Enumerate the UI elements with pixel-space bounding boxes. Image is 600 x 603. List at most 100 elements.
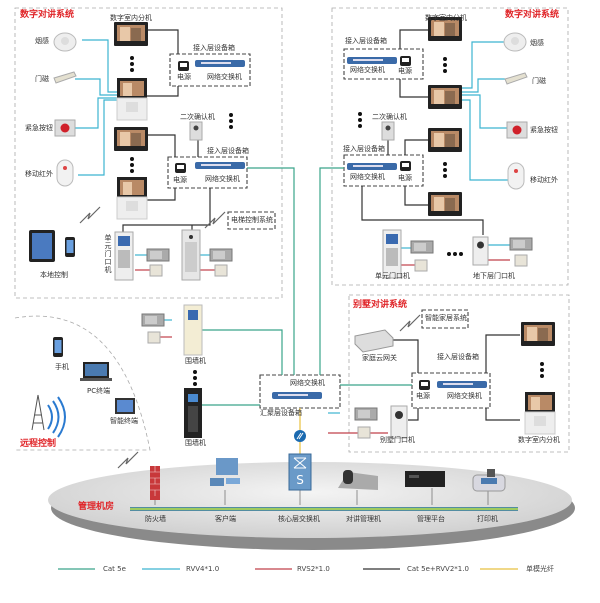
indoor-monitor-icon xyxy=(114,22,148,46)
label-intercom-manager: 对讲管理机 xyxy=(346,515,381,523)
label-management-platform: 管理平台 xyxy=(417,515,445,523)
label-confirm-unit: 二次确认机 xyxy=(372,113,407,121)
label-power: 电源 xyxy=(416,392,430,400)
label-indoor-unit: 数字室内分机 xyxy=(425,14,467,22)
network-switch-icon xyxy=(347,57,397,64)
wireless-icon xyxy=(399,314,421,332)
indoor-unit-icon xyxy=(116,78,148,121)
label-local-control: 本地控制 xyxy=(40,271,68,279)
more-dots-icon xyxy=(540,362,544,378)
label-pc: PC终端 xyxy=(87,387,111,395)
electric-lock-icon xyxy=(141,313,165,327)
remote-title: 远程控制 xyxy=(20,439,57,449)
label-pir: 移动红外 xyxy=(530,176,558,184)
smoke-detector-icon xyxy=(53,32,77,52)
label-unit-door: 单元门口机 xyxy=(104,234,112,274)
label-smoke: 烟感 xyxy=(530,39,544,47)
phone-icon xyxy=(65,237,75,257)
label-client: 客户端 xyxy=(215,515,236,523)
label-switch: 网络交换机 xyxy=(207,73,242,81)
label-access-box: 接入层设备箱 xyxy=(345,37,387,45)
power-supply-icon xyxy=(175,163,186,173)
right-access-box-2 xyxy=(343,154,424,187)
mobile-phone-icon xyxy=(53,337,63,357)
home-gateway-icon xyxy=(354,329,394,353)
more-dots-icon xyxy=(358,112,362,128)
label-switch: 网络交换机 xyxy=(447,392,482,400)
right-system-title: 数字对讲系统 xyxy=(505,10,560,20)
label-switch: 网络交换机 xyxy=(350,66,385,74)
exit-button-icon xyxy=(149,264,163,277)
label-switch: 网络交换机 xyxy=(205,175,240,183)
pir-sensor-icon xyxy=(507,162,525,190)
wireless-icon xyxy=(204,211,226,229)
right-system-frame xyxy=(331,7,569,286)
elevator-control-box xyxy=(227,211,276,230)
exit-button-icon xyxy=(414,259,428,272)
label-unit-door: 单元门口机 xyxy=(375,272,410,280)
indoor-monitor-icon xyxy=(428,85,462,109)
indoor-monitor-icon xyxy=(114,127,148,151)
confirm-unit-icon xyxy=(381,121,395,141)
indoor-monitor-icon xyxy=(521,322,555,346)
label-smart-home: 智能家居系统 xyxy=(425,314,467,322)
label-power: 电源 xyxy=(177,73,191,81)
label-indoor-unit: 数字室内分机 xyxy=(110,14,152,22)
tablet-icon xyxy=(29,230,55,262)
remote-frame xyxy=(14,315,151,451)
label-indoor-unit: 数字室内分机 xyxy=(518,436,560,444)
label-firewall: 防火墙 xyxy=(145,515,166,523)
fiber-connector-icon xyxy=(294,430,306,442)
more-dots-icon xyxy=(443,162,447,178)
network-switch-icon xyxy=(272,392,322,399)
villa-system-frame xyxy=(348,294,570,453)
indoor-monitor-icon xyxy=(428,17,462,41)
legend-label: RVV4*1.0 xyxy=(186,565,220,573)
basement-door-station-icon xyxy=(472,236,489,266)
svg-text:S: S xyxy=(296,473,304,487)
power-supply-icon xyxy=(400,161,411,171)
smart-home-box xyxy=(421,309,469,329)
electric-lock-icon xyxy=(410,240,434,254)
management-platform-icon xyxy=(405,471,445,487)
electric-lock-icon xyxy=(146,248,170,262)
legend-label: 单模光纤 xyxy=(526,565,554,573)
more-dots-icon xyxy=(193,370,197,386)
legend-label: Cat 5e xyxy=(103,565,126,573)
villa-door-station-icon xyxy=(390,405,408,439)
unit-door-station-icon xyxy=(382,229,402,279)
power-supply-icon xyxy=(400,56,411,66)
label-printer: 打印机 xyxy=(477,515,498,523)
right-access-box-1 xyxy=(343,48,424,80)
pir-sensor-icon xyxy=(56,159,74,187)
emergency-button-icon xyxy=(506,121,528,139)
wall-station-icon xyxy=(184,388,202,438)
electric-lock-icon xyxy=(509,237,533,251)
confirm-unit-icon xyxy=(189,121,203,141)
label-power: 电源 xyxy=(398,174,412,182)
label-emergency-button: 紧急按钮 xyxy=(25,124,53,132)
printer-icon xyxy=(472,469,506,492)
indoor-unit-icon xyxy=(116,177,148,220)
label-door-sensor: 门磁 xyxy=(532,77,546,85)
left-system-title: 数字对讲系统 xyxy=(20,10,75,20)
label-smoke: 烟感 xyxy=(35,37,49,45)
label-confirm-unit: 二次确认机 xyxy=(180,113,215,121)
emergency-button-icon xyxy=(54,119,76,137)
left-system-frame xyxy=(14,7,283,299)
core-switch-icon: S xyxy=(288,453,312,491)
smart-terminal-icon xyxy=(115,398,135,414)
label-pir: 移动红外 xyxy=(25,170,53,178)
label-elevator-control: 电梯控制系统 xyxy=(231,216,273,224)
network-switch-icon xyxy=(437,381,487,388)
wireless-icon xyxy=(117,451,139,469)
unit-door-station-icon xyxy=(114,231,134,281)
intercom-manager-icon xyxy=(338,470,378,490)
more-dots-icon xyxy=(447,252,463,256)
firewall-icon xyxy=(150,466,160,500)
label-emergency-button: 紧急按钮 xyxy=(530,126,558,134)
wall-station-icon xyxy=(183,304,203,356)
indoor-monitor-icon xyxy=(428,192,462,216)
